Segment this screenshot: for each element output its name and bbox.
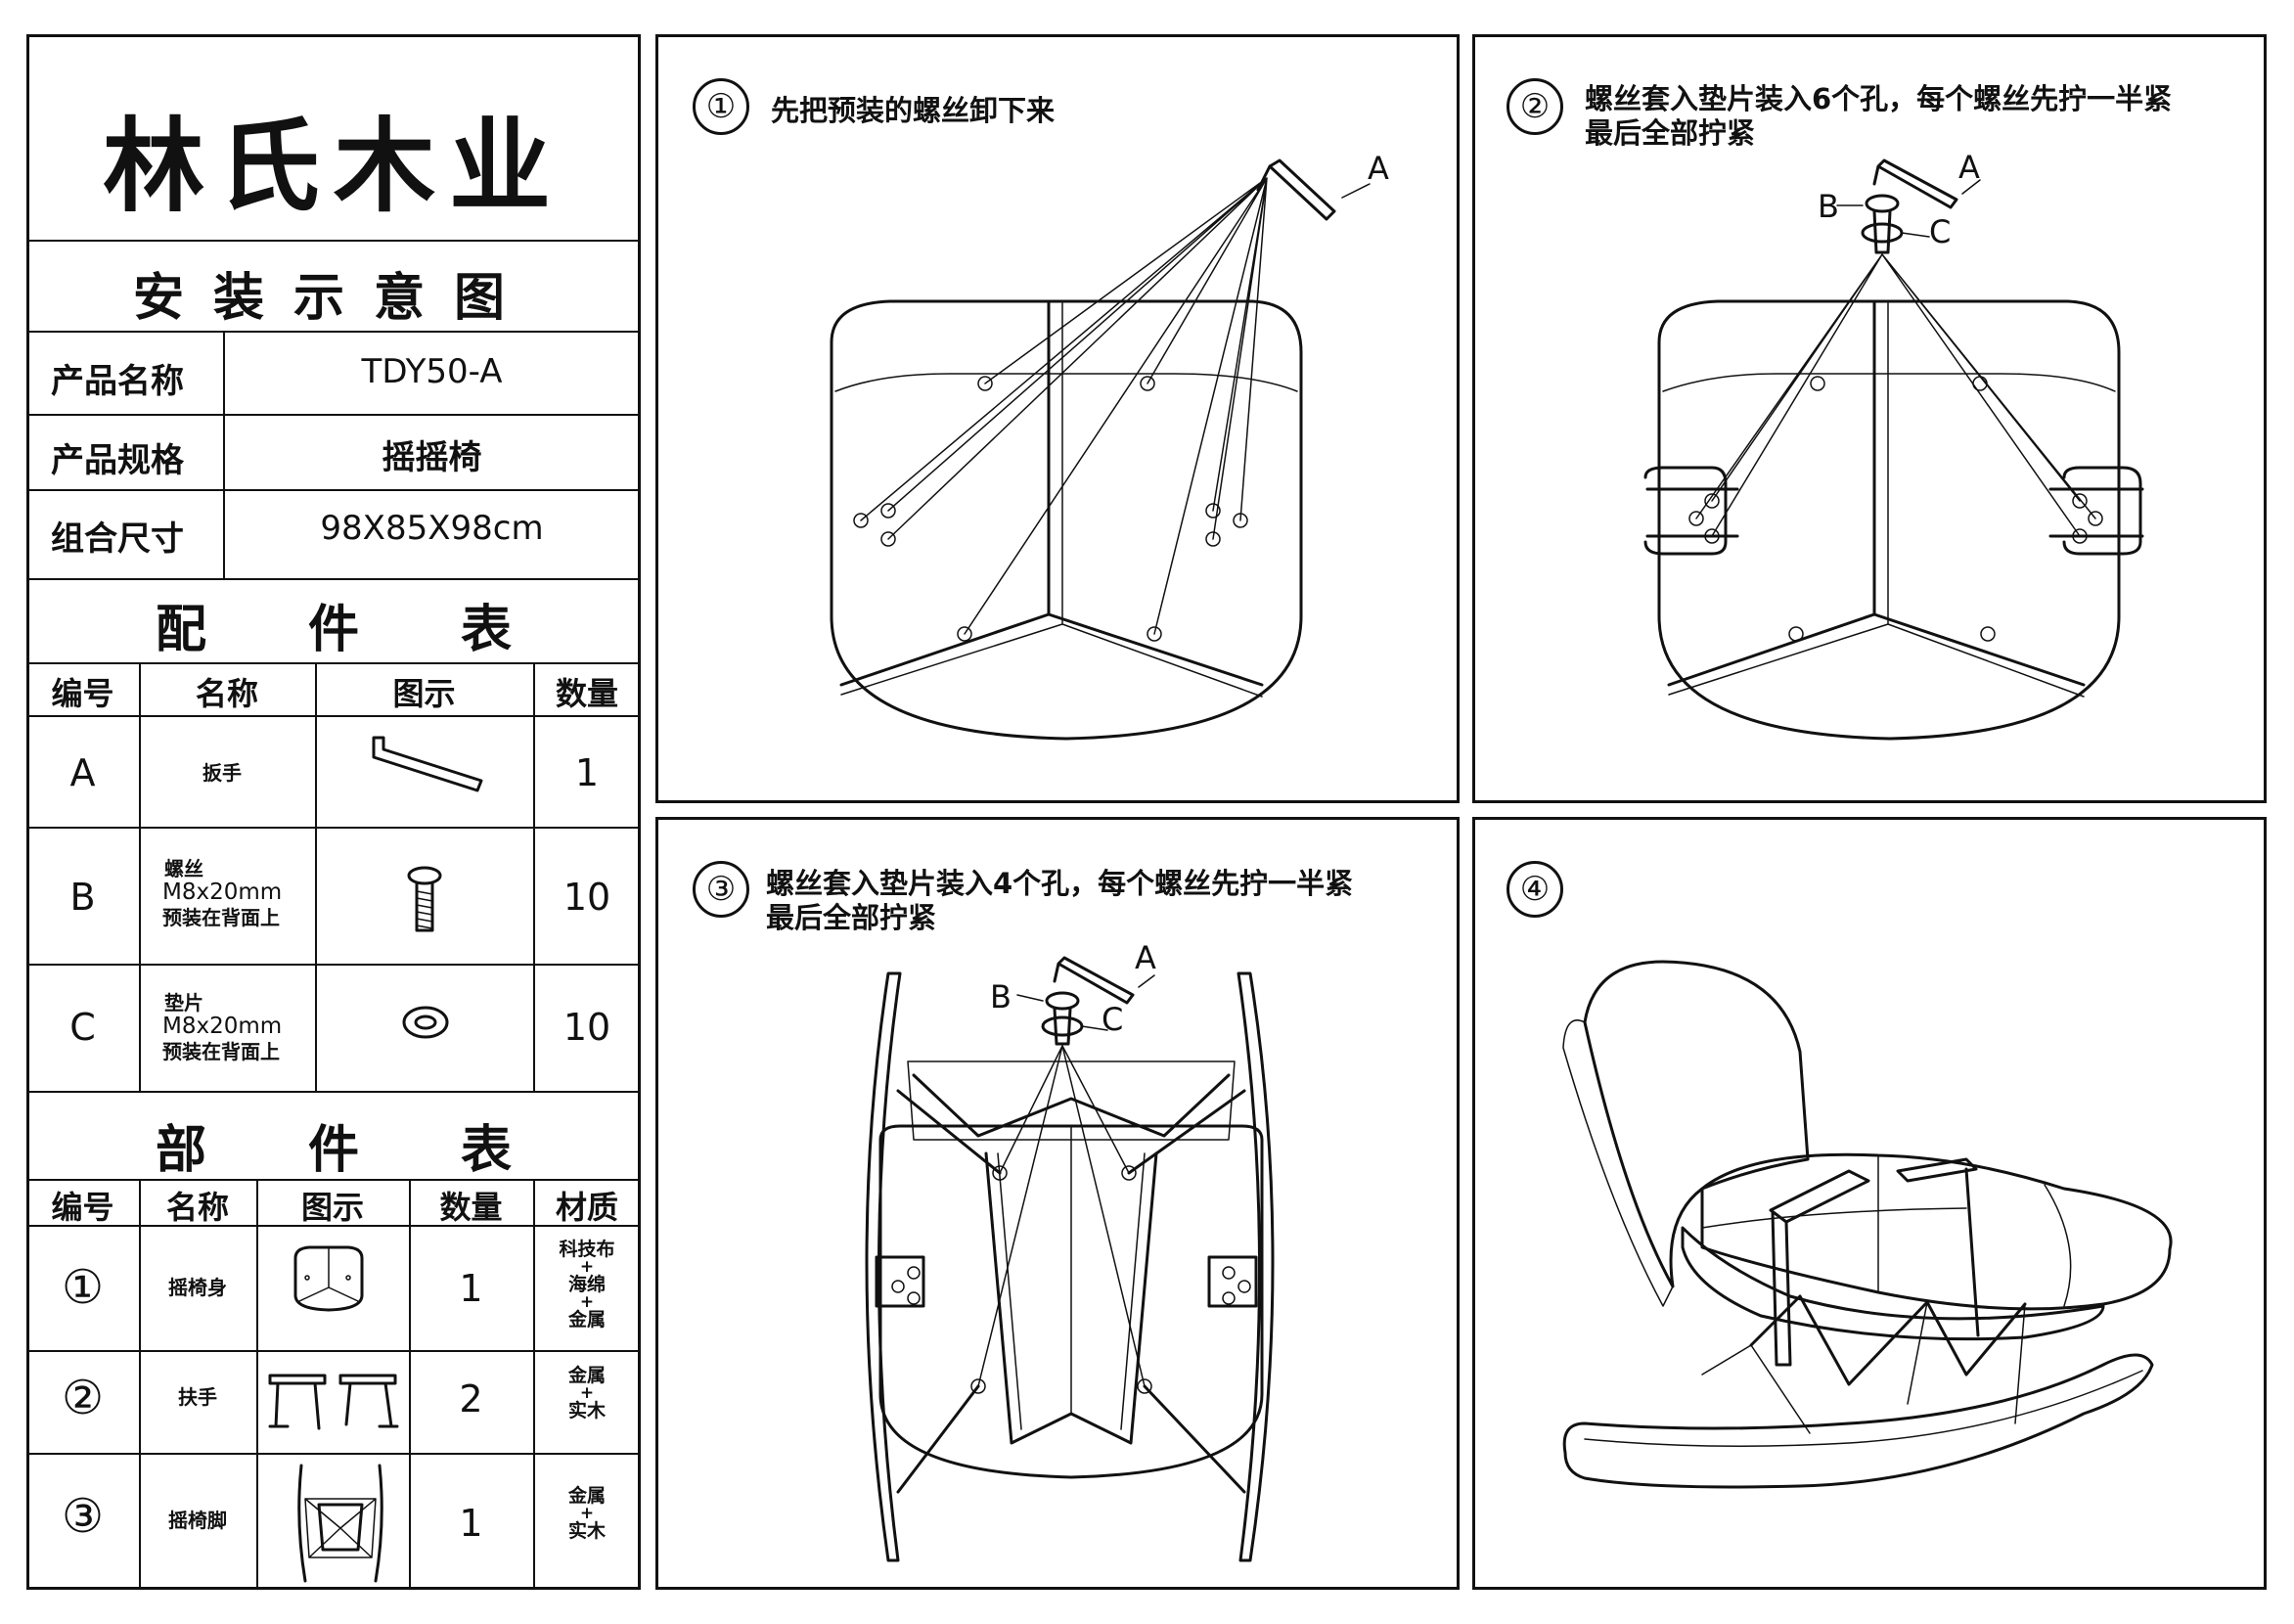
step-number: ④	[1507, 861, 1563, 918]
step-number: ②	[1507, 78, 1563, 135]
step-1-panel	[655, 34, 1460, 803]
step-instruction: 螺丝套入垫片装入6个孔，每个螺丝先拧一半紧	[1585, 82, 2173, 115]
acc-header-name: 名称	[195, 675, 258, 712]
callout-label: A	[1368, 150, 1389, 187]
callout-label: B	[1818, 188, 1839, 225]
part-row-material: 金属	[567, 1485, 606, 1507]
product-spec-label: 产品规格	[51, 441, 184, 480]
acc-row-name-line: 垫片	[164, 991, 203, 1015]
part-row-material: 金属	[567, 1309, 606, 1331]
acc-header-figure: 图示	[392, 675, 456, 712]
callout-label: A	[1958, 149, 1980, 186]
step-2-panel	[1472, 34, 2267, 803]
product-name-value: TDY50-A	[361, 352, 503, 391]
acc-row-id: A	[69, 751, 96, 794]
acc-row-qty: 10	[562, 876, 611, 919]
step-number: ③	[693, 861, 749, 918]
part-row-material: 科技布	[559, 1239, 615, 1260]
step-instruction: 最后全部拧紧	[1585, 116, 1756, 150]
left-info-panel	[26, 34, 641, 1590]
step-instruction: 螺丝套入垫片装入4个孔，每个螺丝先拧一半紧	[766, 867, 1354, 900]
step-instruction: 先把预装的螺丝卸下来	[771, 94, 1056, 127]
step-3-panel	[655, 817, 1460, 1590]
part-row-name: 扶手	[178, 1385, 217, 1409]
acc-header-qty: 数量	[555, 675, 618, 712]
assembled-size-label: 组合尺寸	[51, 519, 184, 559]
part-row-id: ③	[61, 1489, 105, 1544]
product-spec-value: 摇摇椅	[382, 438, 482, 477]
part-row-qty: 1	[459, 1502, 483, 1545]
chair-seat-armrest-mount-illustration	[1643, 158, 2144, 741]
acc-row-spec: M8x20mm	[162, 1014, 283, 1039]
accessories-title: 配 件 表	[155, 601, 512, 659]
part-row-material: +	[579, 1504, 595, 1523]
part-row-name: 摇椅脚	[168, 1509, 227, 1532]
part-row-name: 摇椅身	[168, 1276, 227, 1299]
part-row-material: +	[579, 1257, 595, 1277]
acc-row-id: B	[69, 876, 96, 919]
doc-title: 安装示意图	[132, 269, 534, 328]
allen-wrench-icon	[372, 736, 483, 792]
acc-row-id: C	[69, 1006, 96, 1049]
armrest-icon	[268, 1374, 399, 1430]
callout-label: C	[1102, 1001, 1124, 1038]
chair-rocker-legs-mount-illustration	[865, 956, 1275, 1562]
screw-icon	[407, 866, 442, 932]
rocker-legs-icon	[297, 1464, 383, 1583]
acc-row-qty: 1	[574, 751, 600, 794]
parts-title: 部 件 表	[155, 1121, 512, 1180]
acc-row-note: 预装在背面上	[162, 906, 280, 929]
acc-row-name-line: 螺丝	[164, 857, 203, 880]
parts-header-id: 编号	[51, 1189, 114, 1226]
part-row-qty: 1	[459, 1267, 483, 1310]
part-row-qty: 2	[459, 1377, 483, 1421]
assembled-rocking-chair-illustration	[1562, 960, 2173, 1489]
part-row-material: 海绵	[567, 1274, 606, 1295]
part-row-material: +	[579, 1383, 595, 1403]
chair-body-icon	[293, 1245, 364, 1312]
callout-label: C	[1929, 213, 1952, 250]
step-4-panel	[1472, 817, 2267, 1590]
callout-label: B	[990, 978, 1012, 1015]
acc-row-name: 扳手	[202, 761, 242, 785]
parts-header-qty: 数量	[439, 1189, 503, 1226]
part-row-material: 实木	[567, 1400, 606, 1421]
acc-row-spec: M8x20mm	[162, 880, 283, 905]
acc-header-id: 编号	[51, 675, 114, 712]
product-name-label: 产品名称	[51, 362, 184, 401]
part-row-material: +	[579, 1292, 595, 1312]
brand-name: 林氏木业	[102, 107, 564, 226]
parts-header-material: 材质	[555, 1189, 618, 1226]
part-row-id: ①	[61, 1260, 105, 1315]
chair-seat-underside-illustration	[830, 158, 1371, 741]
callout-label: A	[1135, 939, 1156, 976]
part-row-material: 实木	[567, 1520, 606, 1542]
parts-header-figure: 图示	[300, 1189, 364, 1226]
step-instruction: 最后全部拧紧	[766, 901, 937, 934]
parts-header-name: 名称	[165, 1189, 229, 1226]
step-number: ①	[693, 78, 749, 135]
part-row-id: ②	[61, 1371, 105, 1425]
part-row-material: 金属	[567, 1365, 606, 1386]
washer-icon	[402, 1006, 449, 1039]
assembled-size-value: 98X85X98cm	[320, 509, 544, 548]
acc-row-note: 预装在背面上	[162, 1040, 280, 1063]
acc-row-qty: 10	[562, 1006, 611, 1049]
